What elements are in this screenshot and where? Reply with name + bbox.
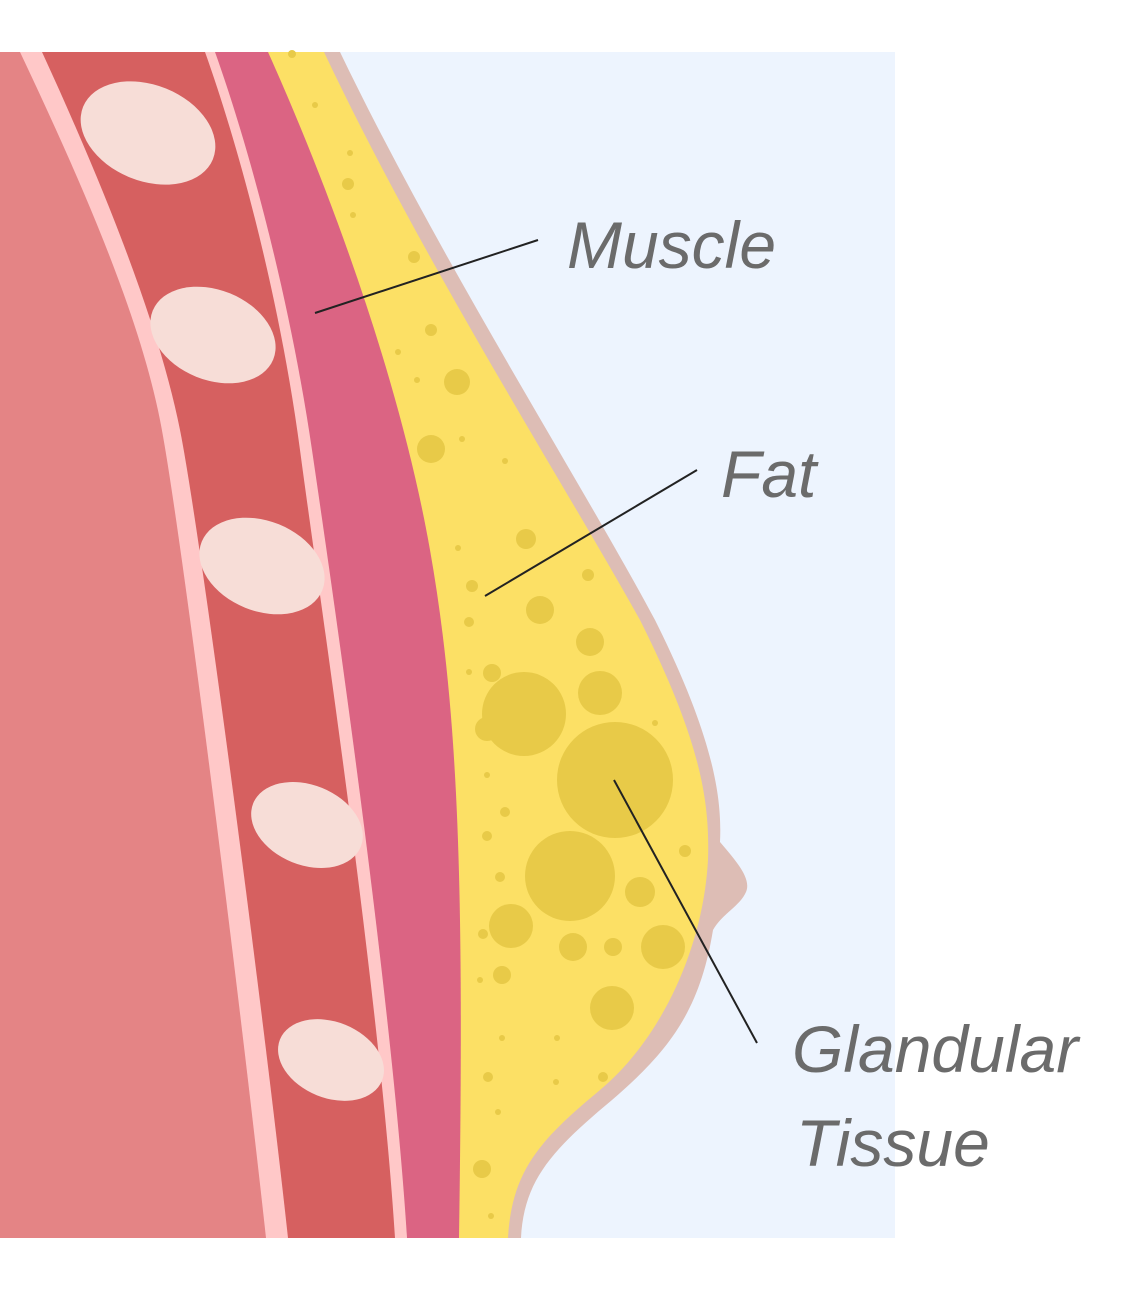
lobule: [483, 664, 501, 682]
rib-cross-section: [80, 81, 216, 185]
lobule: [598, 1072, 608, 1082]
lobule: [641, 925, 685, 969]
lobule: [444, 369, 470, 395]
lobule: [347, 150, 353, 156]
lobule: [488, 1213, 494, 1219]
lobule: [425, 324, 437, 336]
lobule: [477, 977, 483, 983]
lobule: [312, 102, 318, 108]
lobule: [466, 669, 472, 675]
lobule: [679, 845, 691, 857]
lobule: [459, 436, 465, 442]
lobule: [464, 617, 474, 627]
lobule: [582, 569, 594, 581]
label-tissue: Tissue: [796, 1106, 990, 1180]
lobule: [590, 986, 634, 1030]
glandular-leader-line: [613, 779, 758, 1044]
lobule: [578, 671, 622, 715]
lobule: [553, 1079, 559, 1085]
lobule: [604, 938, 622, 956]
lobule: [414, 377, 420, 383]
fat-leader-line: [484, 469, 698, 597]
rib-cross-section: [150, 286, 276, 384]
lobule: [473, 1160, 491, 1178]
muscle-leader-line: [314, 239, 539, 314]
lobule: [495, 1109, 501, 1115]
lobule: [495, 872, 505, 882]
lobule: [288, 50, 296, 58]
lobule: [408, 251, 420, 263]
lobule: [576, 628, 604, 656]
lobule: [493, 966, 511, 984]
lobule: [652, 720, 658, 726]
lobule: [516, 529, 536, 549]
lobule: [395, 349, 401, 355]
lobule: [526, 596, 554, 624]
lobule: [483, 1072, 493, 1082]
lobule: [499, 1035, 505, 1041]
lobule: [342, 178, 354, 190]
lobule: [482, 672, 566, 756]
lobule: [478, 929, 488, 939]
lobule: [554, 1035, 560, 1041]
lobule: [417, 435, 445, 463]
rib-cross-section: [199, 517, 325, 615]
lobule: [525, 831, 615, 921]
ribs: [80, 81, 384, 1101]
rib-cross-section: [251, 782, 363, 868]
lobule: [625, 877, 655, 907]
lobule: [455, 545, 461, 551]
lobule: [484, 772, 490, 778]
lobule: [482, 831, 492, 841]
rib-cross-section: [278, 1019, 384, 1101]
label-muscle: Muscle: [567, 208, 776, 282]
lobule: [489, 904, 533, 948]
glandular-lobules: [288, 50, 691, 1219]
chest-interior: [0, 52, 266, 1238]
lobule: [350, 212, 356, 218]
lobule: [502, 458, 508, 464]
label-fat: Fat: [721, 437, 819, 511]
lobule: [559, 933, 587, 961]
lobule: [466, 580, 478, 592]
lobule: [500, 807, 510, 817]
lobule: [475, 717, 499, 741]
label-glandular: Glandular: [792, 1012, 1081, 1086]
